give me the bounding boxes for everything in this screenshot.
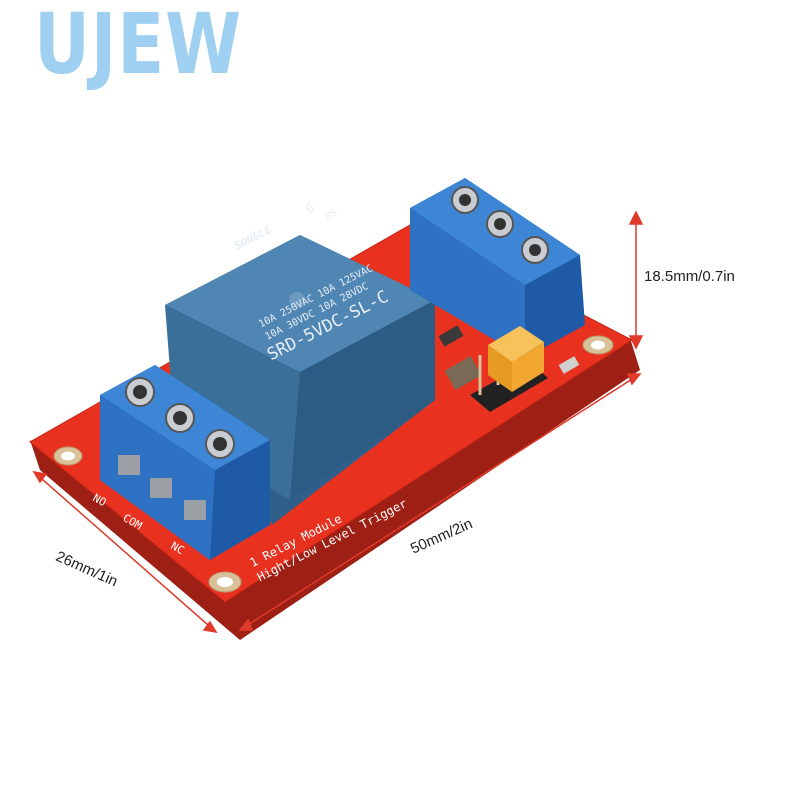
relay-pin-mark: 6 [303, 200, 317, 217]
dimension-length-line [32, 470, 218, 634]
relay-brand: SONGLE [232, 223, 274, 253]
jumper-cap [488, 326, 544, 392]
terminal-label-no: NO [91, 491, 109, 509]
terminal-block-left [100, 365, 270, 560]
mounting-holes [53, 335, 614, 593]
terminal-block-right [410, 178, 585, 358]
smd-components [438, 325, 580, 391]
terminal-label-nc: NC [169, 539, 187, 557]
dimension-height-label: 18.5mm/0.7in [644, 268, 735, 285]
dimension-height-line [628, 210, 644, 350]
relay-cert: US [323, 207, 339, 222]
watermark-logo: UJEW [34, 0, 242, 93]
dimension-width-line [238, 373, 642, 631]
